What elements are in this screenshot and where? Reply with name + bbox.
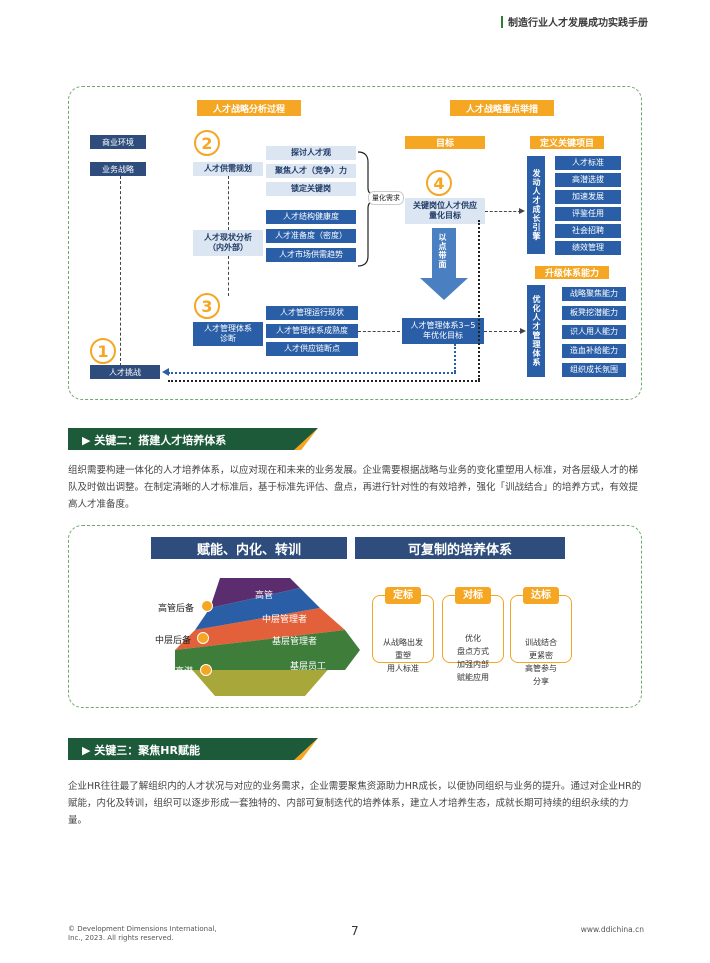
- status-item-1: 人才结构健康度: [266, 210, 356, 224]
- blue-dotted-down: [454, 344, 456, 372]
- section-3-title: ▶ 关键三：聚焦HR赋能: [82, 744, 200, 757]
- blue-dotted-left: [168, 372, 456, 374]
- define-item-4: 评鉴任用: [555, 207, 621, 221]
- person-icon-2: [197, 632, 209, 644]
- status-analysis-box: 人才现状分析（内外部）: [193, 230, 263, 256]
- section-2-title: ▶ 关键二：搭建人才培养体系: [82, 434, 227, 447]
- tag-da: 达标 训战结合 更紧密 高管参与 分享: [510, 587, 572, 686]
- supply-item-3: 锁定关键岗: [266, 182, 356, 196]
- define-item-3: 加速发展: [555, 190, 621, 204]
- tag-dui-label: 对标: [455, 587, 491, 604]
- pyramid: [175, 578, 360, 696]
- upgrade-header: 升级体系能力: [535, 266, 609, 279]
- tag-dui: 对标 优化 盘点方式 加强内部 赋能应用: [442, 587, 504, 682]
- side-label-3: 创新高潜: [157, 667, 194, 677]
- tag-dui-text: 优化 盘点方式 加强内部 赋能应用: [457, 634, 489, 682]
- goal-header: 目标: [405, 136, 485, 149]
- step-1-circle: 1: [90, 338, 116, 364]
- arrow-text: 以点带面: [438, 233, 447, 269]
- system-goal-box: 人才管理体系3~5年优化目标: [402, 318, 484, 344]
- talent-challenge-box: 人才挑战: [90, 365, 160, 379]
- footer-url: www.ddichina.cn: [580, 925, 644, 934]
- upgrade-item-5: 组织成长氛围: [562, 363, 626, 377]
- footer-copyright-2: Inc., 2023. All rights reserved.: [68, 934, 174, 942]
- supply-planning-box: 人才供需规划: [193, 162, 263, 176]
- quantify-label: 量化需求: [368, 191, 404, 205]
- banner-right: 可复制的培养体系: [355, 537, 565, 559]
- pyramid-level-2: 中层管理者: [262, 615, 308, 625]
- define-item-5: 社会招聘: [555, 224, 621, 238]
- banner-left: 赋能、内化、转训: [151, 537, 347, 559]
- side-label-2: 中层后备: [155, 636, 192, 646]
- header-bar: [501, 15, 503, 28]
- define-item-1: 人才标准: [555, 156, 621, 170]
- optimize-label: 优化人才管理体系: [527, 285, 545, 377]
- step-3-circle: 3: [194, 293, 220, 319]
- person-icon-3: [200, 664, 212, 676]
- left-dash-line: [120, 176, 121, 366]
- business-env-box: 商业环境: [90, 135, 146, 149]
- tag-ding-label: 定标: [385, 587, 421, 604]
- upgrade-item-4: 造血补给能力: [562, 344, 626, 358]
- pyramid-level-1: 高管: [255, 591, 274, 601]
- section-2-paragraph: 组织需要构建一体化的人才培养体系，以应对现在和未来的业务发展。企业需要根据战略与…: [68, 465, 639, 510]
- status-to-step3-line: [228, 256, 229, 296]
- tag-da-label: 达标: [523, 587, 559, 604]
- strategy-diagram-frame: [68, 86, 642, 400]
- analysis-title: 人才战略分析过程: [197, 100, 301, 116]
- footer-copyright-1: © Development Dimensions International,: [68, 925, 217, 933]
- tag-ding-text: 从战略出发 重塑 用人标准: [383, 638, 423, 673]
- black-dotted-left: [168, 380, 480, 382]
- black-dotted-down: [478, 220, 480, 380]
- goal-box: 关键岗位人才供应量化目标: [405, 198, 485, 224]
- pyramid-level-4: 基层员工: [290, 662, 327, 672]
- goal-to-define-line: [485, 211, 521, 212]
- upgrade-item-2: 板凳挖潜能力: [562, 306, 626, 320]
- arrowhead-right: [519, 208, 525, 214]
- diag-item-2: 人才管理体系成熟度: [266, 324, 358, 338]
- page-number: 7: [351, 924, 359, 938]
- step2-to-status-line: [228, 176, 229, 230]
- engine-label: 发动人才成长引擎: [527, 156, 545, 254]
- down-arrow: 以点带面: [420, 228, 468, 300]
- section-3-header: ▶ 关键三：聚焦HR赋能: [68, 738, 318, 760]
- upgrade-item-1: 战略聚焦能力: [562, 287, 626, 301]
- arrowhead-left-blue: [162, 368, 169, 376]
- person-icon-1: [201, 600, 213, 612]
- system-diagnosis-box: 人才管理体系诊断: [193, 322, 263, 346]
- define-item-2: 高潜选拔: [555, 173, 621, 187]
- upgrade-item-3: 识人用人能力: [562, 325, 626, 339]
- step-4-circle: 4: [426, 170, 452, 196]
- arrowhead-right-2: [520, 328, 526, 334]
- status-item-2: 人才准备度（密度）: [266, 229, 356, 243]
- page-header: 制造行业人才发展成功实践手册: [501, 14, 648, 29]
- measures-title: 人才战略重点举措: [450, 100, 554, 116]
- tag-da-text: 训战结合 更紧密 高管参与 分享: [525, 638, 557, 686]
- define-header: 定义关键项目: [530, 136, 604, 149]
- business-strategy-box: 业务战略: [90, 162, 146, 176]
- side-label-1: 高管后备: [158, 604, 195, 614]
- section-3-paragraph: 企业HR往往最了解组织内的人才状况与对应的业务需求，企业需要聚焦资源助力HR成长…: [68, 781, 642, 826]
- supply-item-2: 聚焦人才（竞争）力: [266, 164, 356, 178]
- step-2-circle: 2: [194, 130, 220, 156]
- supply-item-1: 探讨人才观: [266, 146, 356, 160]
- header-title: 制造行业人才发展成功实践手册: [508, 18, 648, 29]
- diag-to-goal-line: [358, 331, 400, 332]
- training-diagram-frame: [68, 525, 642, 708]
- system-to-upgrade-line: [484, 331, 522, 332]
- pyramid-level-3: 基层管理者: [272, 637, 318, 647]
- define-item-6: 绩效管理: [555, 241, 621, 255]
- diag-item-3: 人才供应链断点: [266, 342, 358, 356]
- status-item-3: 人才市场供需趋势: [266, 248, 356, 262]
- section-2-header: ▶ 关键二：搭建人才培养体系: [68, 428, 318, 450]
- tag-ding: 定标 从战略出发 重塑 用人标准: [372, 587, 434, 673]
- diag-item-1: 人才管理运行现状: [266, 306, 358, 320]
